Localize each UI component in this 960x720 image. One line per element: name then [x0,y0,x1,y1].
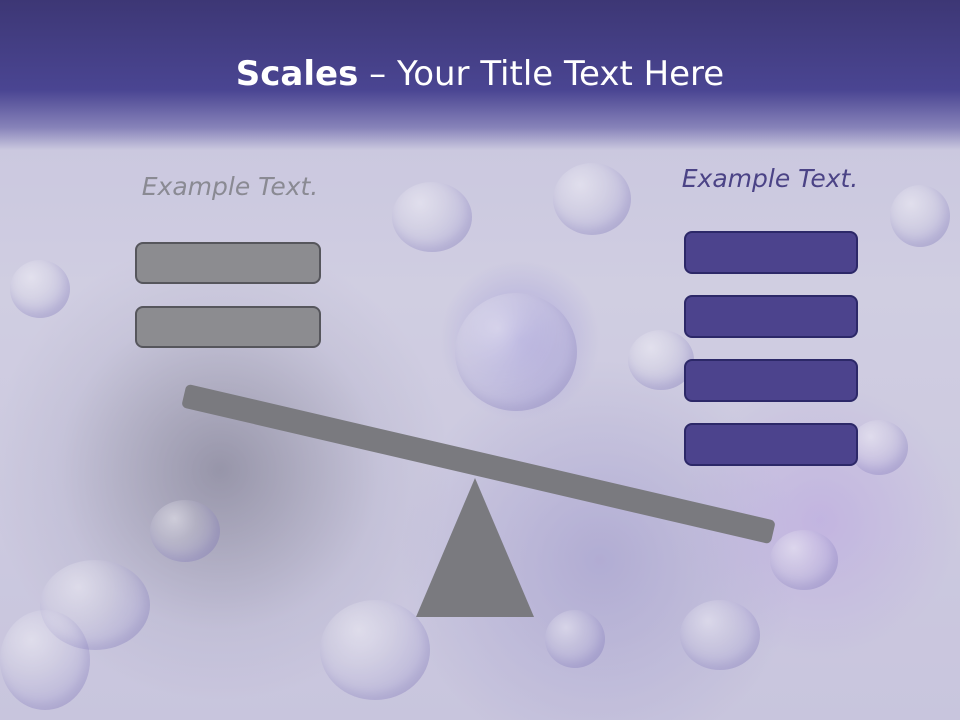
title-bold-part: Scales [235,54,359,94]
droplet [40,560,150,650]
droplet [770,530,838,590]
right-weight-box[interactable] [684,295,858,338]
left-weight-box[interactable] [135,242,321,284]
droplet [455,293,577,411]
right-weight-box[interactable] [684,231,858,274]
scale-fulcrum-triangle[interactable] [416,478,534,617]
right-weight-box[interactable] [684,359,858,402]
droplet [150,500,220,562]
droplet [0,610,90,710]
left-weight-box[interactable] [135,306,321,348]
slide-title[interactable]: Scales – Your Title Text Here [0,52,960,96]
title-band [0,0,960,150]
droplet [392,182,472,252]
right-example-text[interactable]: Example Text. [681,164,859,193]
title-rest-part: – Your Title Text Here [358,54,725,94]
right-weight-box[interactable] [684,423,858,466]
droplet [628,330,694,390]
droplet [680,600,760,670]
left-example-text[interactable]: Example Text. [141,172,319,201]
droplet [553,163,631,235]
droplet [10,260,70,318]
droplet [320,600,430,700]
droplet [890,185,950,247]
droplet [850,420,908,475]
droplet [545,610,605,668]
